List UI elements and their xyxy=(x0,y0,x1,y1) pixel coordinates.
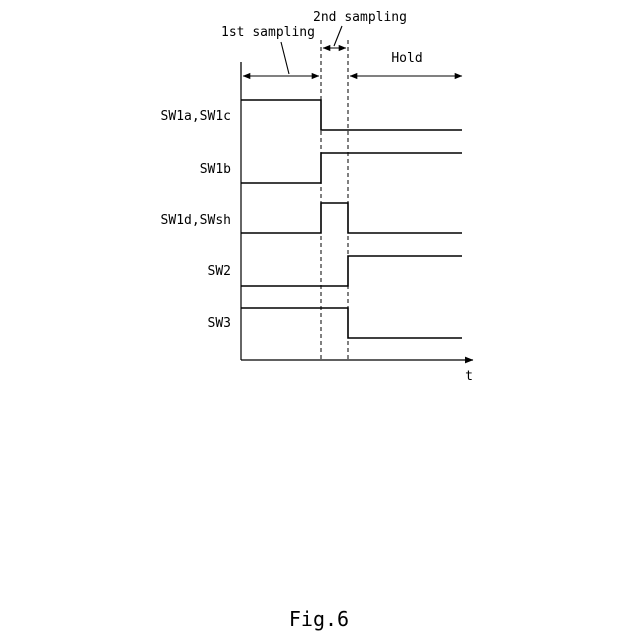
signal-label-sw1d-swsh: SW1d,SWsh xyxy=(161,213,231,228)
signal-label-sw2: SW2 xyxy=(208,264,231,279)
waveform-sw2 xyxy=(241,256,462,286)
second-sampling-label: 2nd sampling xyxy=(313,10,407,25)
signal-label-sw1b: SW1b xyxy=(200,162,231,177)
waveform-sw1b xyxy=(241,153,462,183)
waveform-sw1d-swsh xyxy=(241,203,462,233)
signal-label-sw1a-sw1c: SW1a,SW1c xyxy=(161,109,231,124)
hold-label: Hold xyxy=(391,51,422,66)
first-sampling-label: 1st sampling xyxy=(221,25,315,40)
figure-caption: Fig.6 xyxy=(289,607,349,631)
signal-label-sw3: SW3 xyxy=(208,316,231,331)
first-sampling-leader xyxy=(281,42,289,74)
second-sampling-leader xyxy=(334,26,342,46)
waveform-sw1a-sw1c xyxy=(241,100,462,130)
time-axis-label: t xyxy=(465,369,473,384)
waveform-sw3 xyxy=(241,308,462,338)
